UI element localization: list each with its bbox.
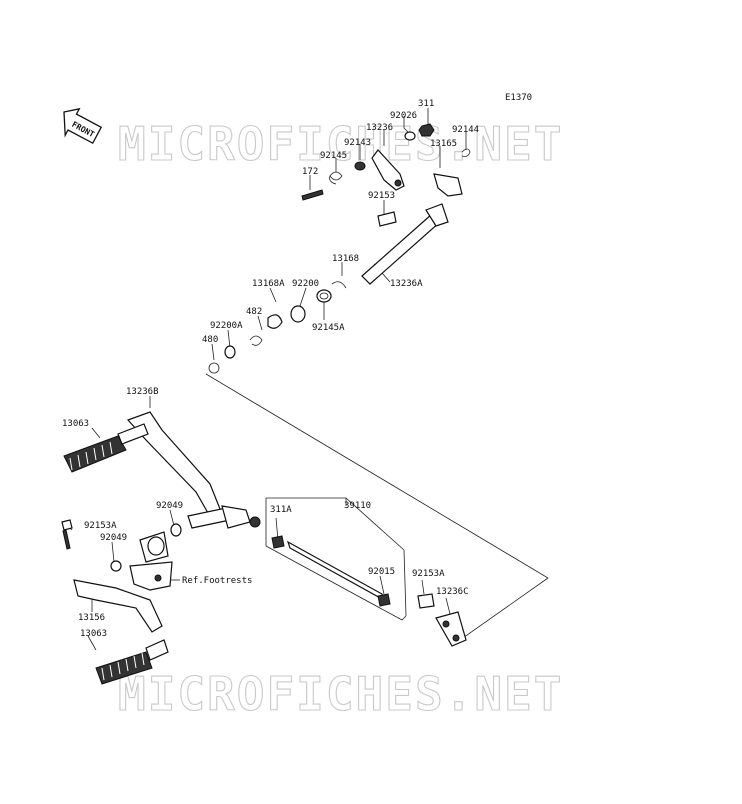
label-13236: 13236 (366, 123, 393, 133)
label-311: 311 (418, 99, 434, 109)
bolt-92153A-left (61, 519, 73, 531)
label-480: 480 (202, 335, 218, 345)
label-13168: 13168 (332, 254, 359, 264)
spring-92145 (329, 171, 343, 185)
label-92153: 92153 (368, 191, 395, 201)
arm-13236 (371, 149, 405, 191)
nut-311A (271, 535, 285, 549)
label-172: 172 (302, 167, 318, 177)
collar-92143 (354, 161, 366, 171)
bolt-92153A-right (417, 593, 435, 609)
label-92200A: 92200A (210, 321, 243, 331)
part-13168A (267, 314, 283, 329)
label-92144: 92144 (452, 125, 479, 135)
footpeg-rubber-13063-lower (95, 639, 169, 685)
label-13168A: 13168A (252, 279, 285, 289)
spring-92144 (461, 148, 471, 157)
pivot-bracket (129, 531, 173, 591)
circlip-480 (208, 362, 220, 374)
label-92026: 92026 (390, 111, 417, 121)
label-92153A-left: 92153A (84, 521, 117, 531)
label-13236A: 13236A (390, 279, 423, 289)
nut-92015 (377, 593, 391, 607)
bolt-92153 (377, 211, 397, 227)
clip-482 (249, 335, 263, 346)
lever-13156 (73, 579, 163, 633)
pin-13168 (331, 281, 347, 289)
spring-92145A (316, 289, 332, 303)
shaft-13236A (361, 213, 441, 285)
plate-13165 (433, 173, 463, 197)
label-39110: 39110 (344, 501, 371, 511)
washer-92200A (224, 345, 236, 359)
label-13165: 13165 (430, 139, 457, 149)
front-arrow-icon: FRONT (63, 107, 103, 145)
label-92145A: 92145A (312, 323, 345, 333)
label-92049-b: 92049 (100, 533, 127, 543)
label-13063-upper: 13063 (62, 419, 89, 429)
watermark-bottom: MICROFICHES.NET (118, 667, 563, 721)
washer-92049-a (170, 523, 182, 537)
label-92145: 92145 (320, 151, 347, 161)
label-ref-footrests: Ref.Footrests (182, 576, 252, 586)
washer-92049-b (110, 560, 122, 572)
diagram-code: E1370 (505, 93, 532, 103)
nut-311 (418, 123, 435, 137)
label-13236B: 13236B (126, 387, 159, 397)
label-92143: 92143 (344, 138, 371, 148)
label-482: 482 (246, 307, 262, 317)
washer-92026 (404, 131, 416, 141)
joint-13236C (435, 611, 467, 647)
bolt-172 (301, 189, 324, 201)
washer-92200 (290, 305, 306, 323)
watermark-top: MICROFICHES.NET (118, 117, 563, 171)
label-311A: 311A (270, 505, 292, 515)
label-92153A-right: 92153A (412, 569, 445, 579)
label-92049-a: 92049 (156, 501, 183, 511)
label-13156: 13156 (78, 613, 105, 623)
label-13063-lower: 13063 (80, 629, 107, 639)
label-92200: 92200 (292, 279, 319, 289)
label-92015: 92015 (368, 567, 395, 577)
footpeg-rubber-13063-upper (63, 423, 149, 473)
label-13236C: 13236C (436, 587, 469, 597)
